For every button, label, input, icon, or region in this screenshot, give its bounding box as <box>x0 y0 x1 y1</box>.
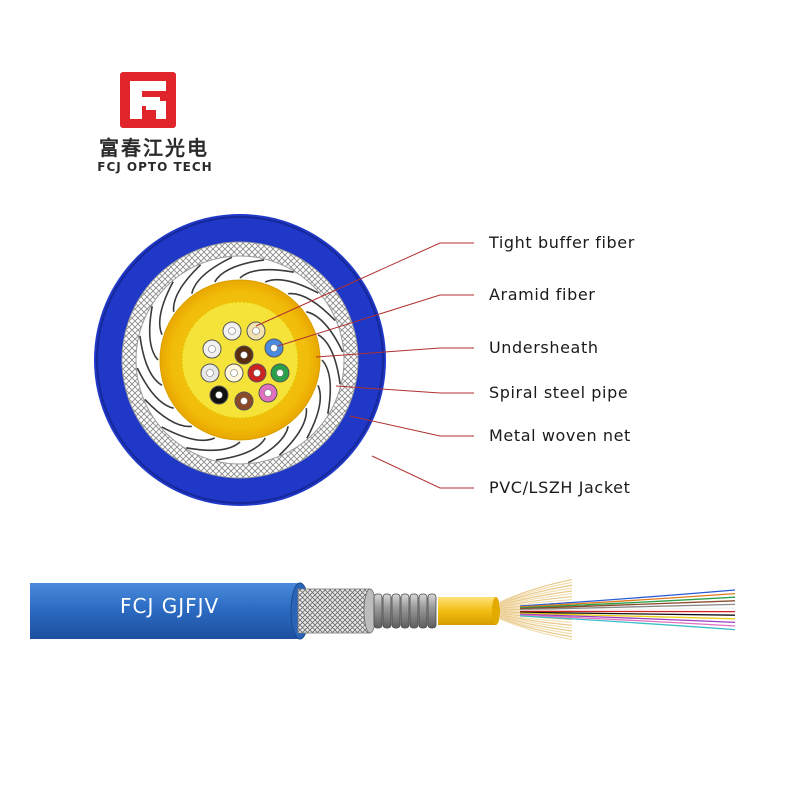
leader-lines <box>255 242 474 489</box>
aramid-strand <box>499 578 573 603</box>
aramid-strand <box>499 617 573 638</box>
fiber-strand <box>519 615 736 631</box>
fiber-strand <box>519 614 736 627</box>
aramid-strand <box>499 596 573 608</box>
aramid-strand <box>499 613 573 624</box>
fiber-core <box>208 345 216 353</box>
spiral-steel-line <box>214 259 265 283</box>
spiral-steel-line <box>136 367 174 409</box>
fiber-core <box>240 351 248 359</box>
fiber-core <box>206 369 214 377</box>
fiber-strand <box>519 603 736 611</box>
aramid-strand <box>499 615 573 632</box>
fiber-core <box>253 369 261 377</box>
fiber-core <box>276 369 284 377</box>
cable-outer-jacket <box>30 583 300 639</box>
fiber-strand <box>519 613 736 624</box>
cable-braid-section <box>297 588 371 634</box>
fcj-logo-icon <box>120 72 176 128</box>
label-aramid-fiber: Aramid fiber <box>489 285 596 304</box>
fiber-strand <box>519 592 736 608</box>
fiber-core <box>228 327 236 335</box>
fiber-strand <box>519 600 736 610</box>
aramid-strand <box>499 590 573 607</box>
spiral-steel-line <box>186 441 241 452</box>
steel-pipe-ring <box>418 593 428 629</box>
steel-pipe-ring <box>400 593 410 629</box>
label-spiral-steel-pipe: Spiral steel pipe <box>489 383 629 402</box>
steel-pipe-ring <box>382 593 392 629</box>
fiber-core <box>264 389 272 397</box>
company-english-name: FCJ OPTO TECH <box>97 160 213 174</box>
cable-print-text: FCJ GJFJV <box>120 594 220 618</box>
leader-line-tight-buffer <box>255 242 474 327</box>
label-undersheath: Undersheath <box>489 338 599 357</box>
aramid-strand <box>499 598 573 609</box>
leader-line-metal-net <box>349 415 474 437</box>
spiral-steel-line <box>306 311 344 353</box>
fiber-strand <box>519 596 736 609</box>
label-tight-buffer-fiber: Tight buffer fiber <box>489 233 635 252</box>
cable-fiber-strands <box>519 589 736 631</box>
spiral-steel-line <box>139 335 163 386</box>
leader-line-spiral-pipe <box>335 385 474 394</box>
spiral-steel-line <box>239 268 294 279</box>
spiral-steel-line <box>215 437 266 461</box>
aramid-strand <box>499 616 573 635</box>
spiral-steel-line <box>317 334 341 385</box>
spiral-steel-line <box>161 426 216 442</box>
cross-section <box>94 214 386 506</box>
label-pvc-lszh-jacket: PVC/LSZH Jacket <box>489 478 631 497</box>
cable-undersheath-section <box>438 597 496 625</box>
fiber-core <box>270 344 278 352</box>
aramid-strand <box>499 614 573 626</box>
label-metal-woven-net: Metal woven net <box>489 426 631 445</box>
fiber-core <box>252 327 260 335</box>
company-logo: 富春江光电 FCJ OPTO TECH <box>76 72 226 182</box>
fiber-core <box>230 369 238 377</box>
leader-line-jacket <box>371 455 474 489</box>
fiber-core <box>215 391 223 399</box>
company-chinese-name: 富春江光电 <box>99 136 209 160</box>
fiber-core <box>240 397 248 405</box>
spiral-steel-line <box>288 292 336 322</box>
spiral-steel-line <box>264 278 319 294</box>
leader-line-aramid <box>277 294 474 347</box>
spiral-steel-line <box>247 426 289 464</box>
fiber-strand <box>519 611 736 616</box>
aramid-strand <box>499 593 573 607</box>
steel-pipe-ring <box>427 593 437 629</box>
fiber-strand <box>519 589 736 607</box>
aramid-strand <box>499 584 573 605</box>
spiral-steel-line <box>191 256 233 294</box>
spiral-steel-line <box>306 384 322 439</box>
spiral-steel-line <box>158 281 174 336</box>
aramid-strand <box>499 587 573 606</box>
aramid-strand <box>499 615 573 629</box>
leader-line-undersheath <box>315 347 474 358</box>
spiral-steel-line <box>148 306 159 361</box>
tight-buffer-fibers <box>200 321 290 411</box>
steel-pipe-ring <box>409 593 419 629</box>
spiral-steel-pipe <box>136 256 344 464</box>
steel-pipe-ring <box>391 593 401 629</box>
cable-spiral-pipe-section <box>373 593 437 629</box>
cable-side-view <box>30 578 736 641</box>
spiral-steel-line <box>321 359 332 414</box>
spiral-steel-line <box>278 408 308 456</box>
steel-pipe-ring <box>373 593 383 629</box>
spiral-steel-line <box>172 264 202 312</box>
aramid-strand <box>499 581 573 604</box>
aramid-strand <box>499 618 573 641</box>
spiral-steel-line <box>144 398 192 428</box>
fiber-strand <box>519 607 736 612</box>
fiber-strand <box>519 612 736 620</box>
